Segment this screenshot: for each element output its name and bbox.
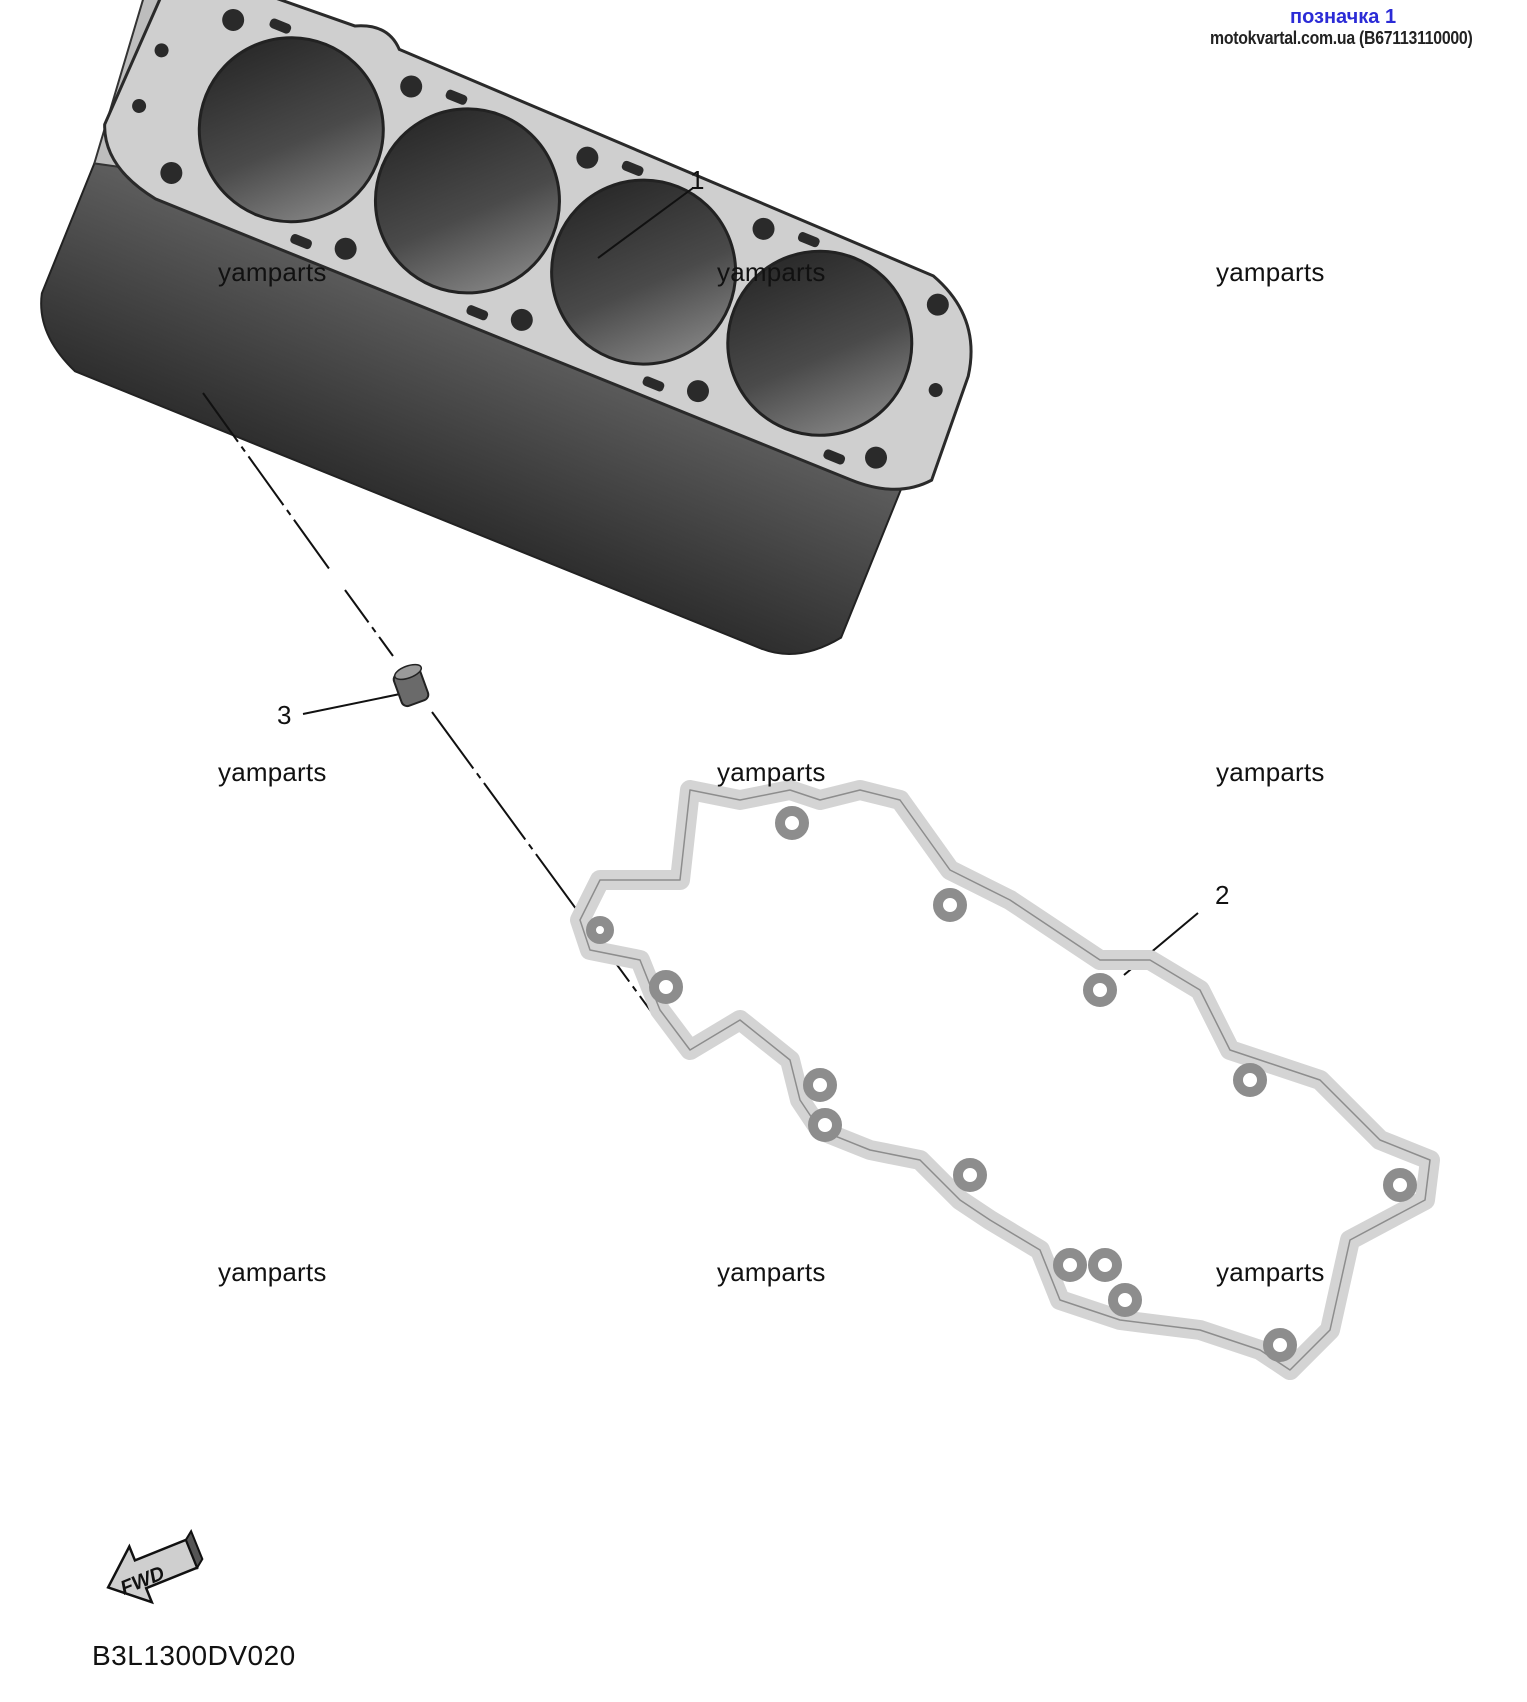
dowel-pin xyxy=(392,663,430,708)
source-reference: motokvartal.com.ua (B67113110000) xyxy=(1210,28,1473,48)
cylinder-bores xyxy=(197,36,914,437)
watermark: yamparts xyxy=(1216,757,1325,787)
watermark: yamparts xyxy=(1216,257,1325,287)
watermark: yamparts xyxy=(717,757,826,787)
callout-2: 2 xyxy=(1215,880,1230,910)
watermark: yamparts xyxy=(218,1257,327,1287)
callout-3: 3 xyxy=(277,700,292,730)
part-label-link[interactable]: позначка 1 xyxy=(1290,6,1397,28)
watermark: yamparts xyxy=(717,1257,826,1287)
watermark: yamparts xyxy=(218,257,327,287)
deck-holes xyxy=(132,8,949,469)
callout-1: 1 xyxy=(690,165,705,195)
watermark: yamparts xyxy=(1216,1257,1325,1287)
fwd-arrow-icon xyxy=(106,1529,204,1605)
watermark: yamparts xyxy=(717,257,826,287)
cylinder-block xyxy=(40,0,973,655)
cylinder-base-gasket xyxy=(570,780,1440,1380)
alignment-line xyxy=(202,392,673,1041)
watermark: yamparts xyxy=(218,757,327,787)
diagram-code: B3L1300DV020 xyxy=(92,1640,296,1671)
